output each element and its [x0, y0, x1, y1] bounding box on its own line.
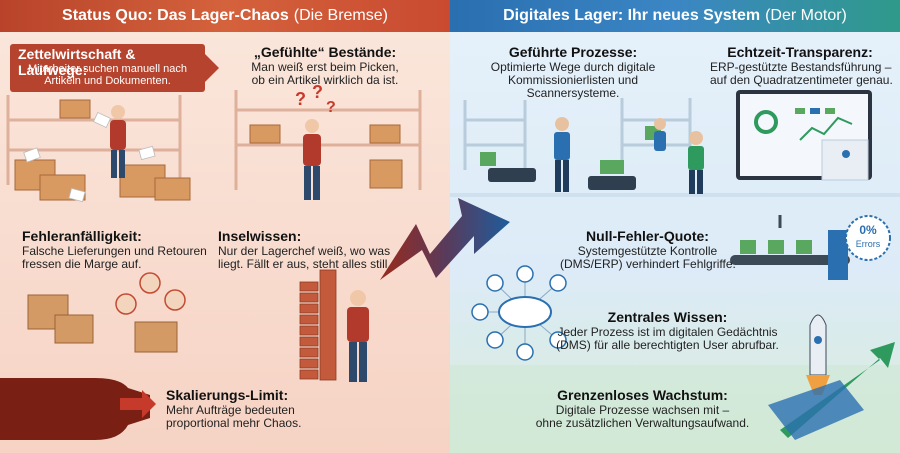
wachstum-text-2: ohne zusätzlichen Verwaltungsaufwand.: [535, 416, 750, 430]
fehler-text-1: Falsche Lieferungen und Retouren: [22, 244, 207, 258]
nullfehler-block: Null-Fehler-Quote: Systemgestützte Kontr…: [560, 228, 736, 271]
nullfehler-text-1: Systemgestützte Kontrolle: [577, 244, 718, 258]
status-quo-title: Status Quo: Das Lager-Chaos: [62, 7, 289, 24]
gefuehlt-title: „Gefühlte“ Bestände:: [253, 44, 397, 60]
cloud-network-icon: [471, 265, 567, 361]
zettel-callout: Zettelwirtschaft & Laufwege: Mitarbeiter…: [10, 44, 219, 92]
echtzeit-text-2: auf den Quadratzentimeter genau.: [710, 73, 893, 87]
launch-platform: [768, 380, 864, 440]
skalierung-title: Skalierungs-Limit:: [166, 387, 289, 403]
wachstum-text-1: Digitale Prozesse wachsen mit –: [555, 403, 730, 417]
wachstum-title: Grenzenloses Wachstum:: [557, 387, 728, 403]
badge-errors: Errors: [855, 239, 881, 249]
gefuehrt-text-1: Optimierte Wege durch digitale: [490, 60, 656, 74]
insel-text-1: Nur der Lagerchef weiß, wo was: [218, 244, 391, 258]
zettel-title: Zettelwirtschaft & Laufwege:: [18, 46, 136, 78]
skalierung-text-1: Mehr Aufträge bedeuten: [166, 403, 295, 417]
stressed-boss-figure: [347, 290, 369, 382]
wachstum-block: Grenzenloses Wachstum: Digitale Prozesse…: [535, 387, 750, 430]
digital-title: Digitales Lager: Ihr neues System: [503, 7, 761, 24]
insel-text-2: liegt. Fällt er aus, steht alles still.: [218, 257, 391, 271]
confused-worker-figure: ? ? ?: [295, 82, 336, 200]
svg-text:?: ?: [295, 89, 306, 109]
agv-robots: [488, 168, 636, 190]
digital-illustrations: [450, 90, 900, 453]
zero-errors-badge: [845, 215, 891, 261]
zettel-text-2: Artikeln und Dokumenten.: [44, 75, 171, 87]
chaos-shelves-illustration: ? ? ?: [0, 82, 422, 440]
status-quo-header: Status Quo: Das Lager-Chaos (Die Bremse): [0, 0, 450, 32]
echtzeit-block: Echtzeit-Transparenz: ERP-gestützte Best…: [710, 44, 893, 87]
brick-wall: [299, 269, 337, 381]
svg-text:?: ?: [312, 82, 323, 102]
zentral-block: Zentrales Wissen: Jeder Prozess ist im d…: [555, 309, 780, 352]
digital-header: Digitales Lager: Ihr neues System (Der M…: [450, 0, 900, 32]
gefuehlt-text-1: Man weiß erst beim Picken,: [251, 60, 399, 74]
dashboard-monitor-icon: [736, 90, 872, 181]
fehler-title: Fehleranfälligkeit:: [22, 228, 142, 244]
zettel-text-1: Mitarbeiter suchen manuell nach: [28, 63, 187, 75]
zentral-text-1: Jeder Prozess ist im digitalen Gedächtni…: [557, 325, 778, 339]
gefuehrt-title: Geführte Prozesse:: [508, 44, 638, 60]
zentral-title: Zentrales Wissen:: [607, 309, 728, 325]
skalierung-text-2: proportional mehr Chaos.: [166, 416, 302, 430]
insel-block: Inselwissen: Nur der Lagerchef weiß, wo …: [218, 228, 391, 271]
gefuehrt-block: Geführte Prozesse: Optimierte Wege durch…: [488, 44, 658, 100]
gefuehlt-block: „Gefühlte“ Bestände: Man weiß erst beim …: [245, 44, 405, 87]
conveyor-belt-icon: [730, 215, 850, 280]
insel-title: Inselwissen:: [218, 228, 302, 244]
people-avatars: [115, 272, 186, 315]
digital-panel: Digitales Lager: Ihr neues System (Der M…: [450, 0, 900, 453]
skalierung-block: Skalierungs-Limit: Mehr Aufträge bedeute…: [166, 387, 301, 430]
zentral-text-2: (DMS) für alle berechtigten User abrufba…: [556, 338, 779, 352]
bottle-illustration: [0, 378, 150, 440]
fehler-text-2: fressen die Marge auf.: [22, 257, 142, 271]
status-quo-subtitle: (Die Bremse): [293, 7, 388, 24]
echtzeit-title: Echtzeit-Transparenz:: [727, 44, 873, 60]
gefuehrt-text-2: Kommissionierlisten und: [507, 73, 639, 87]
gefuehrt-text-3: Scannersysteme.: [526, 86, 620, 100]
badge-percent: 0%: [859, 223, 877, 237]
fehler-block: Fehleranfälligkeit: Falsche Lieferungen …: [22, 228, 207, 271]
nullfehler-text-2: (DMS/ERP) verhindert Fehlgriffe.: [560, 257, 736, 271]
worker-figure-papers: [110, 105, 126, 178]
digital-subtitle: (Der Motor): [765, 7, 847, 24]
transition-arrow-icon: [380, 198, 510, 280]
rocket-icon: [806, 314, 830, 395]
echtzeit-text-1: ERP-gestützte Bestandsführung –: [710, 60, 892, 74]
digital-worker-figures: [554, 117, 704, 194]
svg-text:?: ?: [326, 99, 336, 116]
gefuehlt-text-2: ob ein Artikel wirklich da ist.: [251, 73, 399, 87]
scaling-arrow-icon: [120, 390, 156, 418]
nullfehler-title: Null-Fehler-Quote:: [586, 228, 709, 244]
status-quo-panel: Status Quo: Das Lager-Chaos (Die Bremse): [0, 0, 450, 453]
